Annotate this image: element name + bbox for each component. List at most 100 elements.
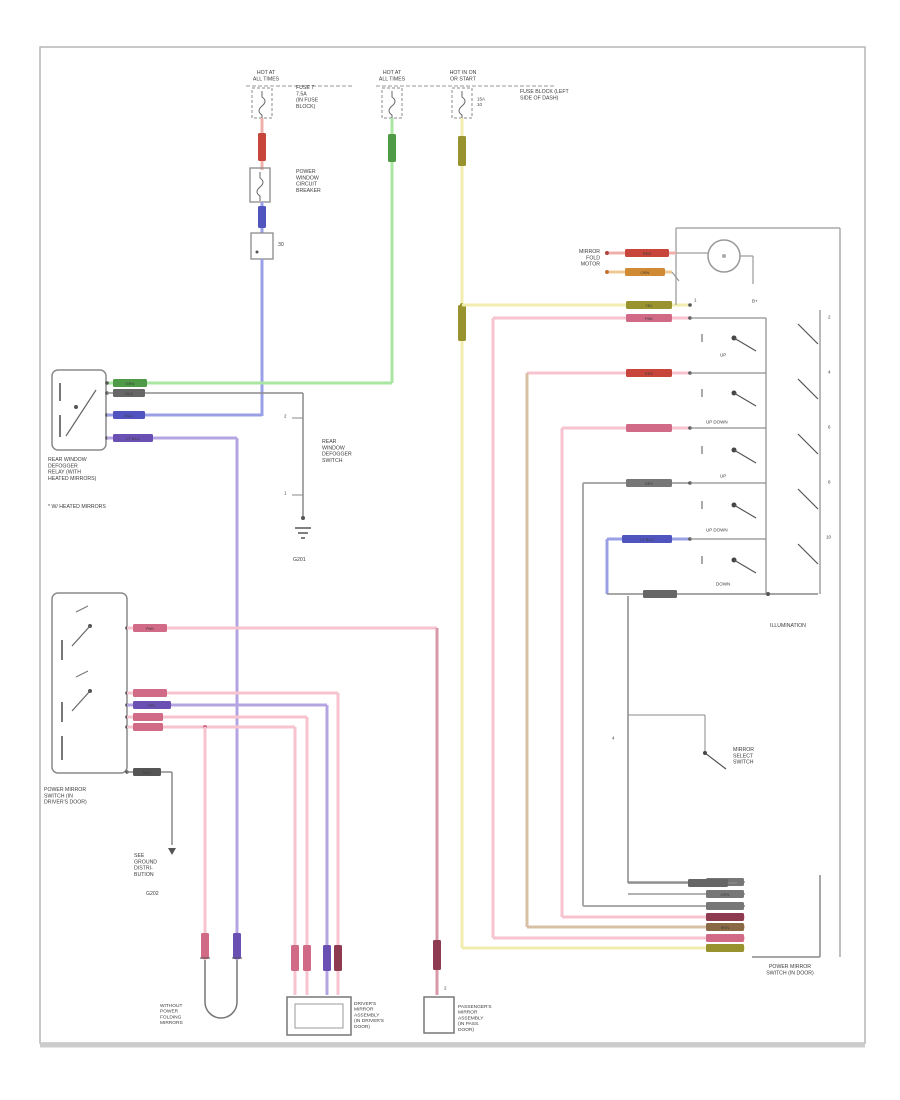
sw-label-5: DOWN [716, 582, 730, 587]
row-label-2 [706, 890, 744, 898]
wire-label-ppl [133, 701, 171, 709]
switchbox-right-lower [819, 875, 821, 957]
wire-pinkB-bottom [562, 915, 745, 919]
label-g202: G202 [146, 891, 159, 897]
wire-blue-main [260, 259, 264, 416]
ladder-pin-10: 10 [826, 535, 832, 540]
wire-ppl [127, 703, 327, 707]
terminal-30-box [250, 232, 274, 260]
wire-label-pnkB [626, 424, 672, 432]
defog-pin-2: 2 [284, 414, 287, 419]
drop-label-a [291, 945, 299, 971]
wire-label-motor-red-text: RED [643, 251, 652, 256]
wire-label-red-mid-text: RED [645, 371, 654, 376]
defog-pin-1: 1 [284, 491, 287, 496]
wire-label-red [258, 133, 266, 161]
defog-tick-1 [292, 417, 303, 419]
fuse-15a-element [458, 91, 466, 120]
fuse-7-element [258, 91, 266, 120]
label-pin-4: 4 [612, 736, 615, 741]
wire-pinkA-vert [491, 318, 495, 938]
row-out-1 [628, 881, 745, 883]
wire-pinkB-vert [560, 428, 564, 917]
ladder-bus [819, 310, 821, 594]
fuse-green-element [388, 91, 396, 120]
line-lock-feed [607, 593, 818, 595]
select-lever [704, 752, 727, 770]
defog-tick-2 [292, 494, 303, 496]
wire-ltblu-long [235, 438, 239, 960]
label-pin-1: 1 [694, 298, 697, 303]
sw-line-1 [690, 317, 766, 319]
wire-label-blu-1 [258, 206, 266, 228]
uloop-gray-left [204, 960, 206, 1002]
lowerbox-bottom-label [688, 879, 728, 887]
wire-label-red-mid [626, 369, 672, 377]
wire-gray-bottom [583, 905, 745, 907]
pass-mirror-connector [423, 996, 455, 1034]
wire-label-ltblu-2 [113, 434, 153, 442]
sw-line-2 [690, 372, 766, 374]
wire-label-blk-2 [133, 768, 161, 776]
motor-terminal-1 [605, 251, 609, 255]
ladder-lever-5 [797, 543, 819, 565]
wire-label-brn [706, 923, 744, 931]
msw-arc-2 [75, 670, 89, 678]
msw-bar-2 [61, 702, 63, 722]
wire-label-grn-2-text: GRN [126, 381, 135, 386]
wire-label-lock [643, 590, 677, 598]
driver-mirror-inner [294, 1003, 344, 1029]
wire-pnk-drop-b [305, 717, 309, 995]
sw-label-4: UP DOWN [706, 528, 728, 533]
wire-ltblu-relay [107, 436, 237, 440]
wire-label-yel-1 [458, 136, 466, 166]
wire-label-ltblu [622, 535, 672, 543]
ladder-lever-1 [797, 323, 819, 345]
wire-label-grn-1 [388, 134, 396, 162]
wire-label-ppl-text: PPL [148, 703, 156, 708]
label-illumination: ILLUMINATION [770, 623, 806, 629]
ladder-pin-6: 6 [828, 425, 831, 430]
sw-line-5 [690, 538, 766, 540]
uloop-arc [204, 1001, 238, 1019]
msw-lever-2 [71, 690, 91, 712]
switchbox-bottom-edge [752, 956, 820, 958]
uloop-tick-right [232, 957, 242, 959]
wire-pnk-drop-c [336, 693, 340, 995]
msw-lever-1 [71, 625, 91, 647]
line-motor-hook [752, 256, 754, 284]
wire-label-pnk-3 [133, 713, 163, 721]
wire-maroon-drop [435, 628, 439, 995]
lowerbox-left-edge [627, 596, 629, 883]
label-terminal-30: 30 [278, 242, 284, 248]
wire-blu-relay [107, 413, 262, 417]
sw-contact-5-lever [733, 559, 757, 574]
sw-label-1: UP [720, 353, 726, 358]
wire-label-yel-3-text: YEL [645, 303, 653, 308]
wire-green-horiz [107, 381, 392, 385]
relay-contact-bar-2 [59, 415, 61, 437]
relay-box [51, 369, 107, 451]
wire-label-pnk-1 [133, 624, 167, 632]
sw-label-2: UP DOWN [706, 420, 728, 425]
msw-bar-1 [61, 640, 63, 660]
wire-label-blu-2 [113, 411, 145, 419]
wire-pnk-3 [127, 715, 307, 719]
motor-terminal-2 [605, 270, 609, 274]
sw-contact-2-lever [733, 392, 757, 407]
ladder-lever-4 [797, 488, 819, 510]
wire-gray-vert [582, 483, 584, 906]
sw-bus [765, 318, 767, 594]
ladder-pin-4: 4 [828, 370, 831, 375]
wire-pnk-long [127, 626, 437, 630]
row-label-2-text: GRN [721, 892, 730, 897]
wire-label-yel-4 [706, 944, 744, 952]
